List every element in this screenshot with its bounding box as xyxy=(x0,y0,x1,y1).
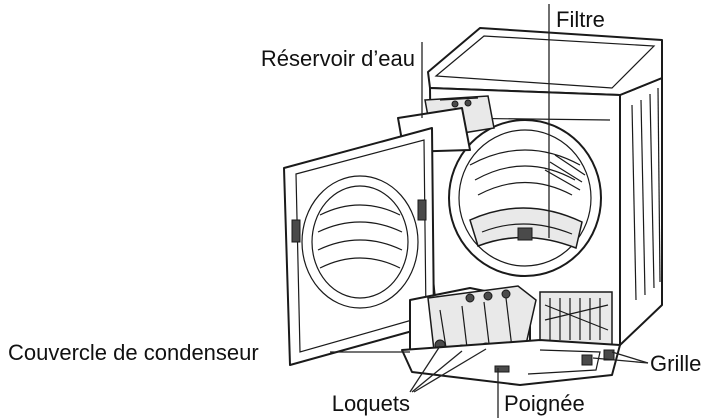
condenser-bay xyxy=(539,291,613,346)
water-tank-label: Réservoir d’eau xyxy=(261,46,415,71)
latches-leader-1 xyxy=(409,345,441,393)
latches-label: Loquets xyxy=(332,391,410,416)
handle-label: Poignée xyxy=(504,391,585,416)
leader-lines xyxy=(330,4,649,418)
grille-leader-1 xyxy=(592,357,649,364)
grille-label: Grille xyxy=(650,351,701,376)
water-tank-drawer xyxy=(397,95,495,153)
drum-opening xyxy=(448,119,602,277)
latches-leader-2 xyxy=(411,350,463,393)
dryer-top-panel xyxy=(427,27,663,96)
dryer-side-panel xyxy=(619,77,663,346)
latches-leader-3 xyxy=(413,348,487,393)
filter-label: Filtre xyxy=(556,7,605,32)
filter-part xyxy=(469,207,583,250)
condenser-cover-label: Couvercle de condenseur xyxy=(8,340,259,365)
grille-leader-2 xyxy=(611,351,649,364)
base-tray xyxy=(401,339,621,386)
dryer-illustration xyxy=(283,27,663,386)
